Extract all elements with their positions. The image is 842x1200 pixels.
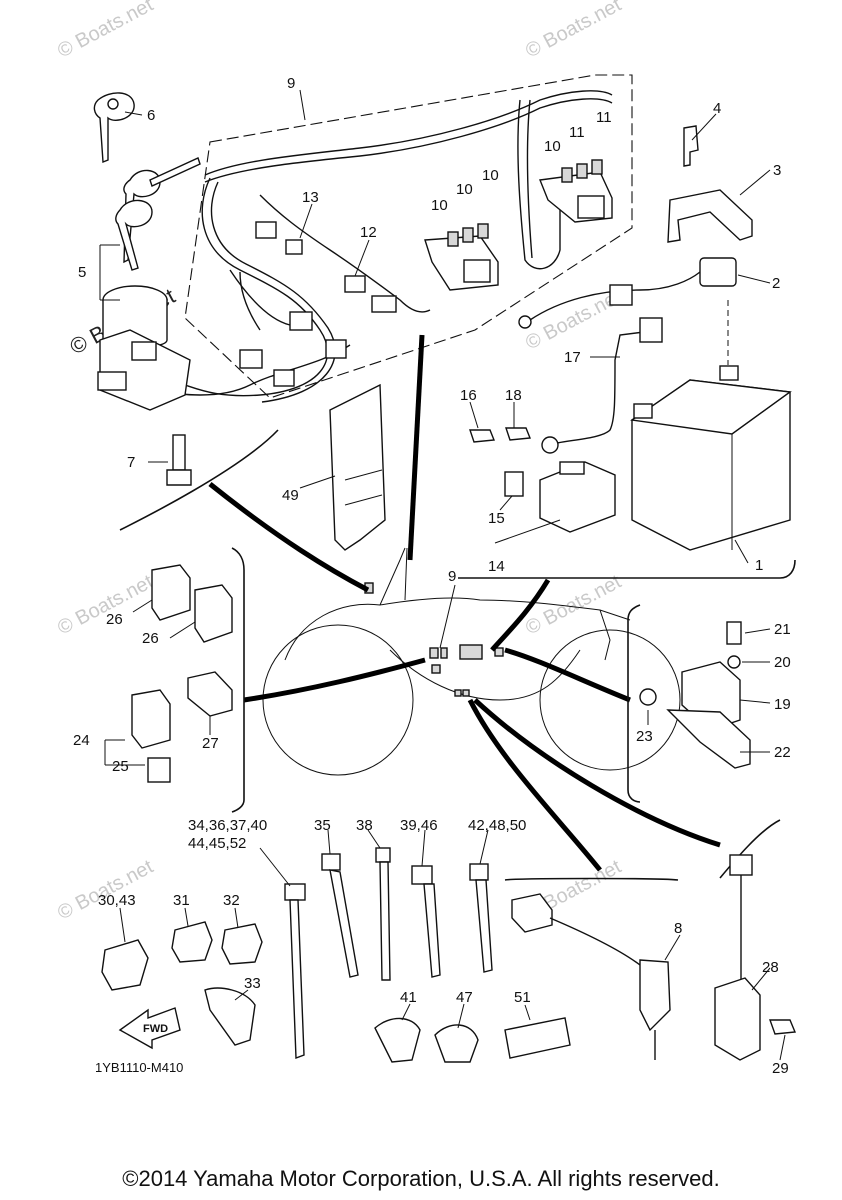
connector xyxy=(344,275,366,293)
starter-relay xyxy=(504,317,663,533)
callout-47: 47 xyxy=(456,989,473,1006)
callout-9-top: 9 xyxy=(287,75,295,92)
diagram-code: 1YB1110-M410 xyxy=(95,1060,183,1075)
callout-25: 25 xyxy=(112,758,129,775)
fuse-box-left xyxy=(424,223,499,291)
callout-27: 27 xyxy=(202,735,219,752)
fwd-label: FWD xyxy=(143,1023,168,1035)
callout-51: 51 xyxy=(514,989,531,1006)
callout-32: 32 xyxy=(223,892,240,909)
sensor-8 xyxy=(511,893,671,1060)
callout-11: 11 xyxy=(569,124,585,141)
clips-and-ties xyxy=(101,847,571,1063)
callout-42-48-50: 42,48,50 xyxy=(468,817,526,834)
callout-16: 16 xyxy=(460,387,477,404)
callout-15: 15 xyxy=(488,510,505,527)
callout-34-36-37-40: 34,36,37,40 xyxy=(188,817,267,834)
connector xyxy=(239,349,263,369)
callout-26: 26 xyxy=(142,630,159,647)
cover-49 xyxy=(329,383,386,551)
watermark: © Boats.net xyxy=(54,0,157,62)
connector xyxy=(273,369,295,387)
group-frames xyxy=(119,429,796,881)
callout-18: 18 xyxy=(505,387,522,404)
callout-1: 1 xyxy=(755,557,763,574)
callout-9-mid: 9 xyxy=(448,568,456,585)
callout-20: 20 xyxy=(774,654,791,671)
callout-4: 4 xyxy=(713,100,721,117)
callout-17: 17 xyxy=(564,349,581,366)
battery-lead-2 xyxy=(518,257,737,329)
callout-3: 3 xyxy=(773,162,781,179)
callout-5: 5 xyxy=(78,264,86,281)
callout-44-45-52: 44,45,52 xyxy=(188,835,246,852)
bracket-4 xyxy=(683,125,699,167)
connector xyxy=(371,295,397,313)
watermark: © Boats.net xyxy=(54,856,157,925)
bolt-7 xyxy=(166,434,192,486)
callout-10: 10 xyxy=(431,197,448,214)
connector xyxy=(289,311,313,331)
key-6 xyxy=(93,92,135,164)
callout-labels: 1 2 3 4 5 6 7 8 9 9 10 10 10 10 11 11 12… xyxy=(73,75,791,1077)
assembly-19-23 xyxy=(639,621,751,769)
connector xyxy=(285,239,303,255)
callout-10: 10 xyxy=(544,138,561,155)
watermark: © Boats.net xyxy=(522,571,625,640)
harness-connectors xyxy=(239,221,397,387)
callout-33: 33 xyxy=(244,975,261,992)
callout-7: 7 xyxy=(127,454,135,471)
callout-41: 41 xyxy=(400,989,417,1006)
callout-19: 19 xyxy=(774,696,791,713)
connector xyxy=(255,221,277,239)
harness-boundary xyxy=(184,74,633,399)
callout-12: 12 xyxy=(360,224,377,241)
copyright-notice: ©2014 Yamaha Motor Corporation, U.S.A. A… xyxy=(122,1166,720,1191)
callout-30-43: 30,43 xyxy=(98,892,136,909)
group-leaders xyxy=(208,334,721,872)
connector xyxy=(325,339,347,359)
callout-14: 14 xyxy=(488,558,505,575)
callout-22: 22 xyxy=(774,744,791,761)
callout-29: 29 xyxy=(772,1060,789,1077)
callout-24: 24 xyxy=(73,732,90,749)
callout-35: 35 xyxy=(314,817,331,834)
callout-31: 31 xyxy=(173,892,190,909)
callout-39-46: 39,46 xyxy=(400,817,438,834)
callout-13: 13 xyxy=(302,189,319,206)
band-3 xyxy=(667,189,753,243)
callout-49: 49 xyxy=(282,487,299,504)
fuse-box-right xyxy=(539,159,613,223)
wire-harness xyxy=(149,90,613,403)
battery xyxy=(630,300,792,551)
callout-23: 23 xyxy=(636,728,653,745)
fwd-arrow: FWD xyxy=(118,1007,181,1050)
callout-10: 10 xyxy=(456,181,473,198)
callout-21: 21 xyxy=(774,621,791,638)
callout-leaders xyxy=(99,89,786,1061)
callout-11: 11 xyxy=(596,109,612,126)
keys-5 xyxy=(115,157,201,271)
switch-28 xyxy=(714,854,797,1061)
callout-6: 6 xyxy=(147,107,155,124)
callout-28: 28 xyxy=(762,959,779,976)
relays-left-panel xyxy=(131,564,233,783)
callout-10: 10 xyxy=(482,167,499,184)
watermark: © Boats.net xyxy=(522,0,625,62)
callout-26: 26 xyxy=(106,611,123,628)
callout-38: 38 xyxy=(356,817,373,834)
main-switch xyxy=(97,285,191,411)
bolts-16-18 xyxy=(469,427,531,443)
callout-8: 8 xyxy=(674,920,682,937)
callout-2: 2 xyxy=(772,275,780,292)
